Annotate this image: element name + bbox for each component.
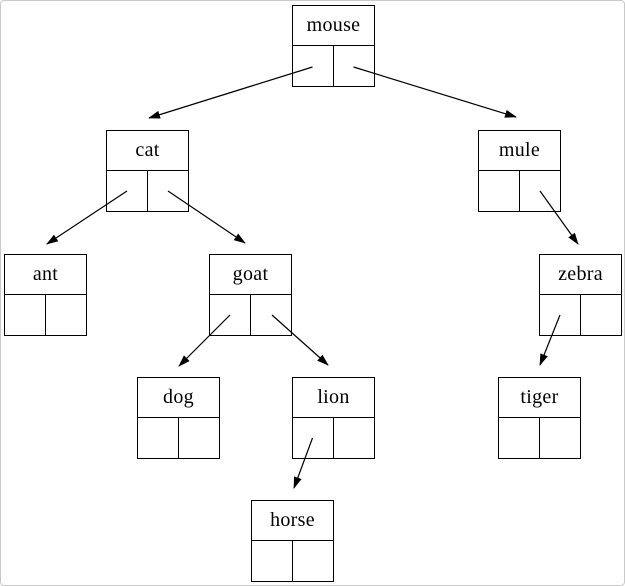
right-pointer-cell [293, 541, 333, 581]
left-pointer-cell [252, 541, 293, 581]
left-pointer-cell [540, 295, 581, 335]
left-pointer-cell [5, 295, 46, 335]
right-pointer-cell [334, 46, 374, 86]
tree-node-label: tiger [499, 378, 580, 418]
pointer-cells [499, 418, 580, 458]
left-pointer-cell [138, 418, 179, 458]
tree-node-label: goat [210, 255, 291, 295]
tree-node-label: zebra [540, 255, 621, 295]
right-pointer-cell [334, 418, 374, 458]
tree-node-goat: goat [209, 254, 292, 336]
left-pointer-cell [293, 418, 334, 458]
right-pointer-cell [520, 171, 560, 211]
tree-node-mouse: mouse [292, 5, 375, 87]
tree-node-label: horse [252, 501, 333, 541]
pointer-cells [479, 171, 560, 211]
tree-node-label: cat [107, 131, 188, 171]
pointer-cells [293, 46, 374, 86]
pointer-cells [5, 295, 86, 335]
tree-node-label: ant [5, 255, 86, 295]
pointer-cells [210, 295, 291, 335]
tree-node-mule: mule [478, 130, 561, 212]
tree-node-tiger: tiger [498, 377, 581, 459]
right-pointer-cell [251, 295, 291, 335]
right-pointer-cell [581, 295, 621, 335]
tree-node-cat: cat [106, 130, 189, 212]
pointer-cells [107, 171, 188, 211]
tree-node-label: mule [479, 131, 560, 171]
tree-node-horse: horse [251, 500, 334, 582]
left-pointer-cell [499, 418, 540, 458]
pointer-cells [138, 418, 219, 458]
tree-node-ant: ant [4, 254, 87, 336]
tree-node-dog: dog [137, 377, 220, 459]
left-pointer-cell [210, 295, 251, 335]
pointer-cells [252, 541, 333, 581]
pointer-cells [293, 418, 374, 458]
right-pointer-cell [540, 418, 580, 458]
right-pointer-cell [46, 295, 86, 335]
left-pointer-cell [293, 46, 334, 86]
tree-node-lion: lion [292, 377, 375, 459]
pointer-cells [540, 295, 621, 335]
right-pointer-cell [148, 171, 188, 211]
tree-node-label: lion [293, 378, 374, 418]
tree-node-zebra: zebra [539, 254, 622, 336]
left-pointer-cell [479, 171, 520, 211]
right-pointer-cell [179, 418, 219, 458]
tree-node-label: mouse [293, 6, 374, 46]
tree-node-label: dog [138, 378, 219, 418]
left-pointer-cell [107, 171, 148, 211]
